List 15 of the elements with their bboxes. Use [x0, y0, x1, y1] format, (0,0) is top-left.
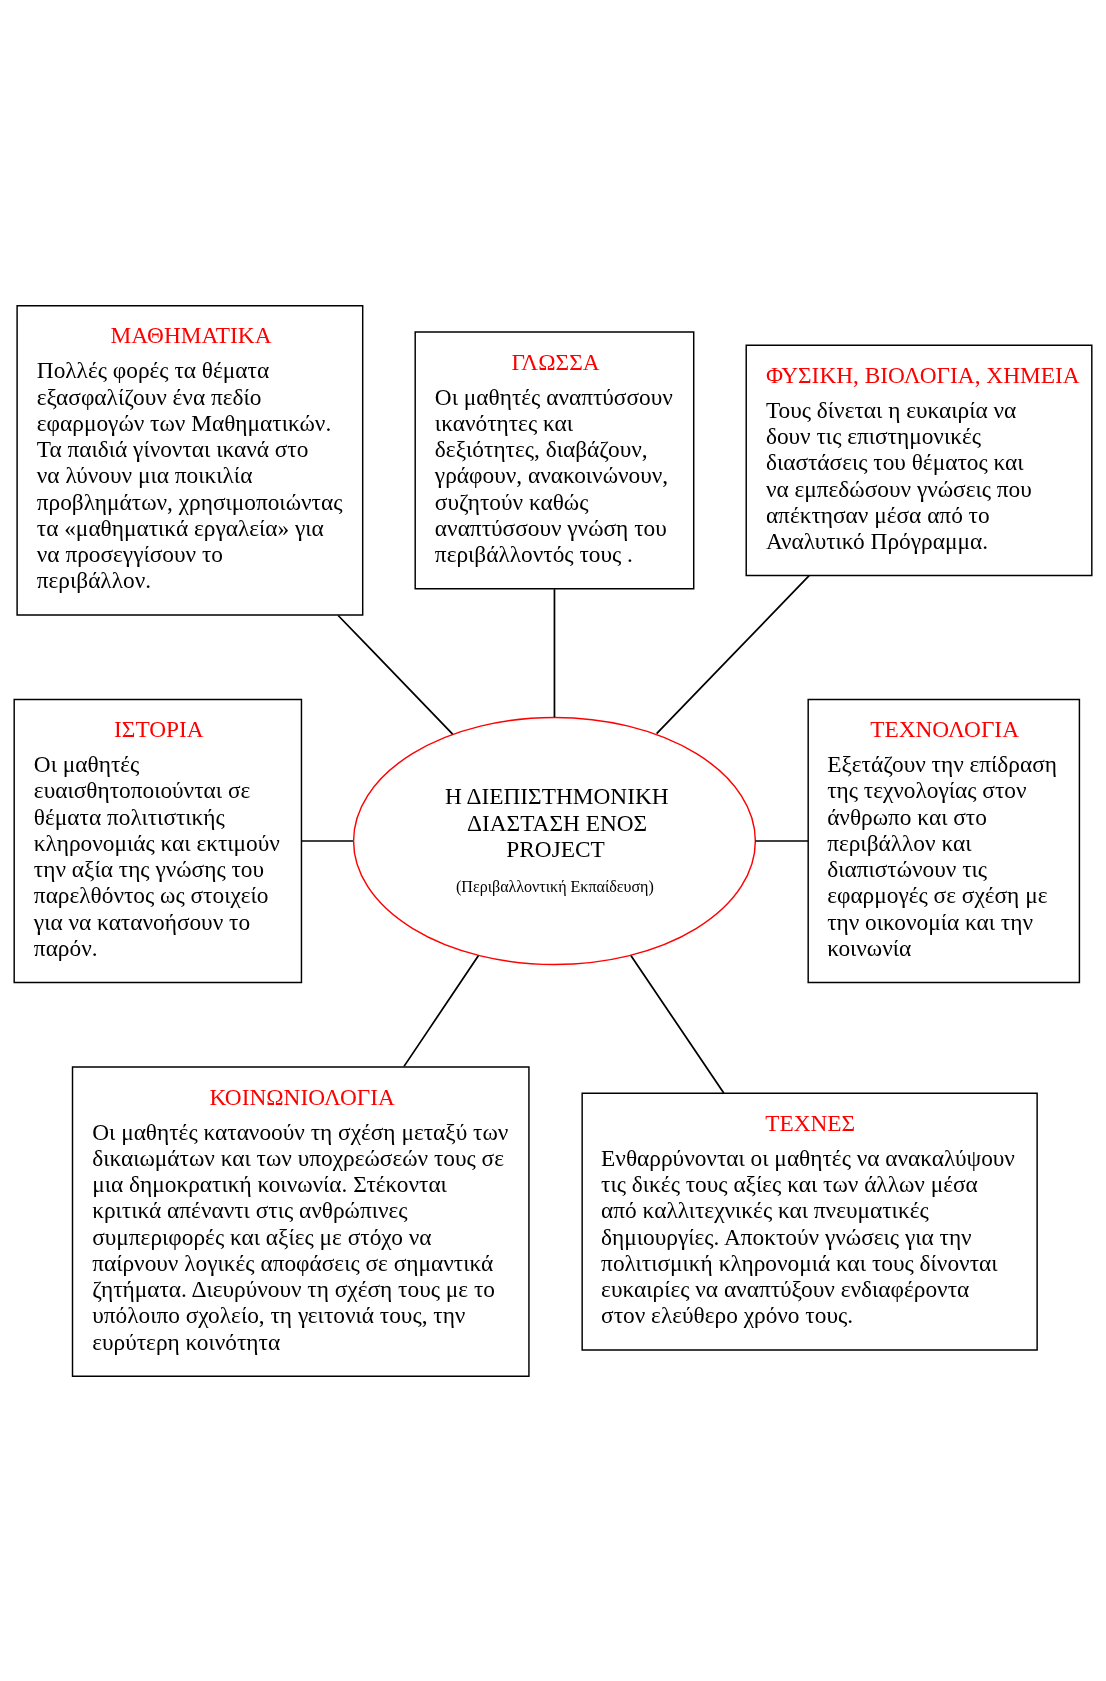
node-box: ΜΑΘΗΜΑΤΙΚΑ Πολλές φορές τα θέματα εξασφαλίζουν ένα πεδίο εφαρμογών των Μαθηματικών. Τα παιδιά γίνονται ικανά στο να λύνουν μια ποικιλία προβλημάτων, χρησιμοποιώντας τα «μαθηματικά εργαλεία» για να προσεγγίσουν το περιβάλλον. — [16, 304, 364, 616]
node-box: ΤΕΧΝΟΛΟΓΙΑ Εξετάζουν την επίδραση της τεχνολογίας στον άνθρωπο και στο περιβάλλον και διαπιστώνουν τις εφαρμογές σε σχέση με την οικονομία και την κοινωνία — [807, 698, 1081, 983]
connector — [630, 954, 725, 1094]
connector — [754, 839, 810, 842]
connector — [337, 614, 454, 735]
node-box: ΦΥΣΙΚΗ, ΒΙΟΛΟΓΙΑ, ΧΗΜΕΙΑ Τους δίνεται η ευκαιρία να δουν τις επιστημονικές διαστάσεις του θέματος και να εμπεδώσουν γνώσεις που απέκτησαν μέσα από το Αναλυτικό Πρόγραμμα. — [745, 343, 1093, 576]
node-box: ΙΣΤΟΡΙΑ Οι μαθητές ευαισθητοποιούνται σε θέματα πολιτιστικής κληρονομιάς και εκτιμούν την αξία της γνώσης του παρελθόντος ως στοιχείο για να κατανοήσουν το παρόν. — [13, 698, 303, 983]
node-ellipse: Η ΔΙΕΠΙΣΤΗΜΟΝΙΚΗ ΔΙΑΣΤΑΣΗ ΕΝΟΣ PROJECT (Περιβαλλοντική Εκπαίδευση) — [352, 716, 757, 965]
node-box: ΓΛΩΣΣΑ Οι μαθητές αναπτύσσουν ικανότητες και δεξιότητες, διαβάζουν, γράφουν, ανακοινώνουν, συζητούν καθώς αναπτύσσουν γνώση του περιβάλλοντός τους . — [414, 330, 695, 589]
node-box: ΤΕΧΝΕΣ Ενθαρρύνονται οι μαθητές να ανακαλύψουν τις δικές τους αξίες και των άλλων μέσα από καλλιτεχνικές και πνευματικές δημιουργίες. Αποκτούν γνώσεις για την πολιτισμική κληρονομιά και τους δίνονται ευκαιρίες να αναπτύξουν ενδιαφέροντα στον ελεύθερο χρόνο τους. — [581, 1092, 1038, 1351]
connector — [300, 839, 354, 842]
connector — [403, 954, 480, 1067]
node-box: ΚΟΙΝΩΝΙΟΛΟΓΙΑ Οι μαθητές κατανοούν τη σχέση μεταξύ των δικαιωμάτων και των υποχρεώσεών τους σε μια δημοκρατική κοινωνία. Στέκονται κριτικά απέναντι στις ανθρώπινες συμπεριφορές και αξίες με στόχο να παίρνουν λογικές αποφάσεις σε σημαντικά ζητήματα. Διευρύνουν τη σχέση τους με το υπόλοιπο σχολείο, τη γειτονιά τους, την ευρύτερη κοινότητα — [71, 1065, 530, 1377]
connector — [655, 574, 810, 735]
connector — [553, 587, 556, 718]
